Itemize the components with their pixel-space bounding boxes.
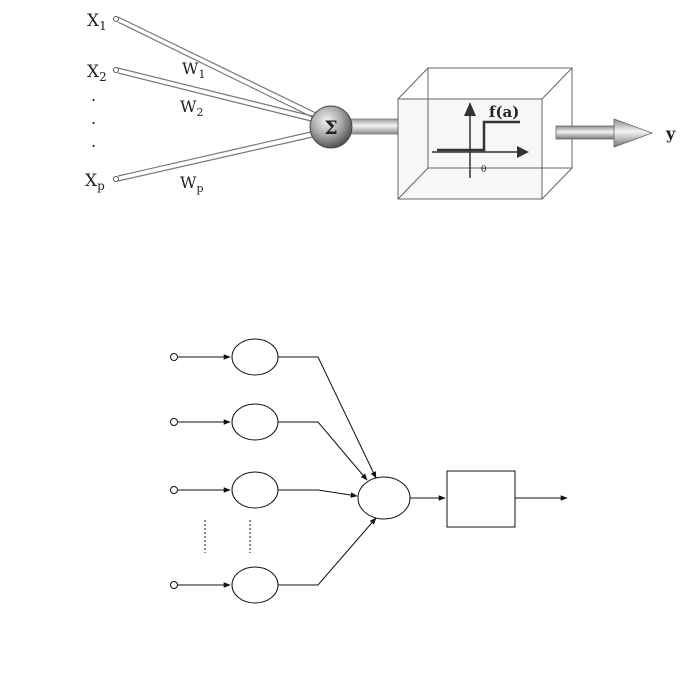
input-neuron-3: [232, 472, 278, 508]
output-arrow: [556, 119, 652, 147]
input-wire-p: [118, 131, 317, 181]
threshold-label: θ: [481, 165, 486, 175]
activation-unit: [447, 471, 515, 527]
connection-4: [278, 518, 376, 585]
input-terminal-1: [171, 354, 178, 361]
input-wire-2: [118, 68, 316, 122]
output-label: y: [665, 124, 676, 143]
input-label-1: X1: [87, 11, 107, 33]
input-node-1: [114, 17, 119, 22]
input-node-2: [114, 68, 119, 73]
input-node-p: [114, 177, 119, 182]
connection-1: [278, 357, 376, 478]
input-label-2: X2: [87, 62, 107, 84]
input-neuron-4: [232, 567, 278, 603]
input-terminal-2: [171, 419, 178, 426]
summation-neuron: [358, 477, 410, 519]
ellipsis-dot-2: .: [91, 109, 96, 128]
summation-symbol: Σ: [324, 117, 337, 139]
connection-3: [278, 490, 357, 496]
weight-label-1: W1: [182, 59, 205, 81]
ellipsis-dot-3: .: [91, 132, 96, 151]
network-figure: [171, 339, 568, 603]
activation-label: f(a): [489, 103, 519, 121]
input-terminal-3: [171, 487, 178, 494]
input-neuron-2: [232, 404, 278, 440]
weight-label-p: Wp: [180, 173, 204, 195]
perceptron-figure: X1 X2 Xp . . . W1 W2 Wp Σ: [85, 11, 676, 199]
weight-label-2: W2: [180, 97, 203, 119]
sum-to-box-tube: [348, 119, 400, 134]
input-neuron-1: [232, 339, 278, 375]
input-label-p: Xp: [85, 171, 105, 193]
input-wire-1: [118, 17, 318, 119]
ellipsis-dot-1: .: [91, 86, 96, 105]
input-terminal-4: [171, 582, 178, 589]
